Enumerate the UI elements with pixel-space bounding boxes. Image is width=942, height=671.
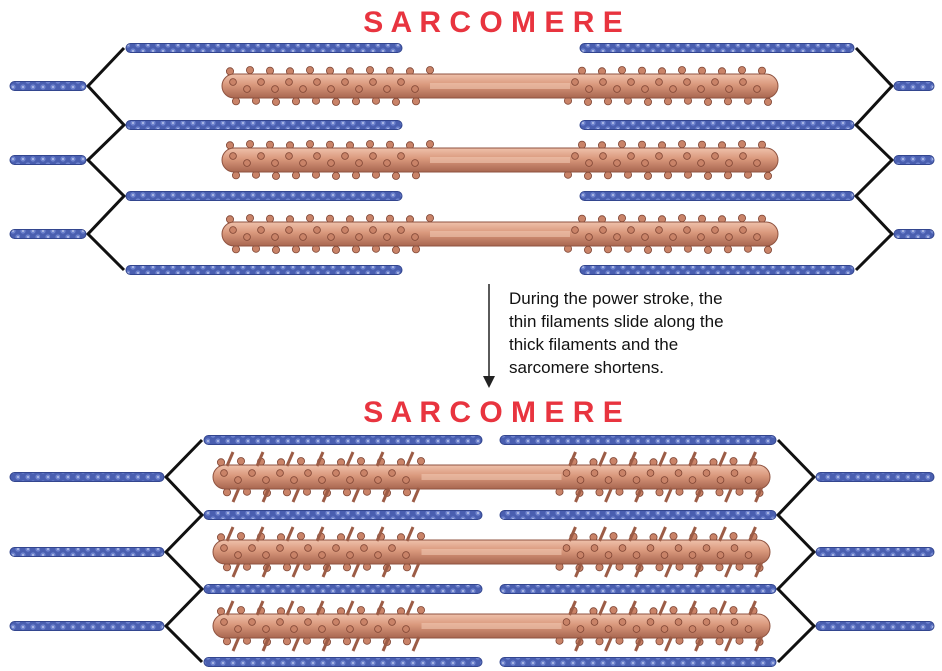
thin-filament [500,511,776,520]
thick-filament [222,67,778,106]
thick-filament [213,601,770,651]
thin-filament [500,658,776,667]
z-line-left [88,48,124,270]
thick-filament [222,215,778,254]
z-line-right [778,440,814,662]
top-sarcomere-title: S A R C O M E R E [363,6,622,39]
power-stroke-arrow [483,284,495,388]
thin-filament [204,511,482,520]
thin-filament [10,473,164,482]
thin-filament [126,192,402,201]
caption-line-4: sarcomere shortens. [509,358,664,377]
thin-filament [126,44,402,53]
bottom-sarcomere-title: S A R C O M E R E [363,396,622,429]
thin-filament [10,156,86,165]
thin-filament [10,230,86,239]
thin-filament [204,658,482,667]
caption-line-1: During the power stroke, the [509,289,723,308]
thin-filament [204,436,482,445]
thick-filament [222,141,778,180]
thin-filament [10,82,86,91]
thin-filament [10,622,164,631]
thin-filament [500,436,776,445]
caption-line-3: thick filaments and the [509,335,678,354]
thick-filament [213,527,770,577]
thin-filament [500,585,776,594]
thin-filament [10,548,164,557]
caption: During the power stroke, the thin filame… [509,289,724,377]
thin-filament [580,192,854,201]
thin-filament [204,585,482,594]
thin-filament [816,473,934,482]
top-sarcomere [10,44,934,275]
thin-filament [894,156,934,165]
thin-filament [894,82,934,91]
bottom-sarcomere [10,436,934,667]
thin-filament [580,44,854,53]
thin-filament [816,622,934,631]
thick-filament [213,452,770,502]
thin-filament [126,266,402,275]
thin-filament [894,230,934,239]
z-line-left [166,440,202,662]
caption-line-2: thin filaments slide along the [509,312,724,331]
thin-filament [816,548,934,557]
z-line-right [856,48,892,270]
thin-filament [580,121,854,130]
thin-filament [126,121,402,130]
thin-filament [580,266,854,275]
